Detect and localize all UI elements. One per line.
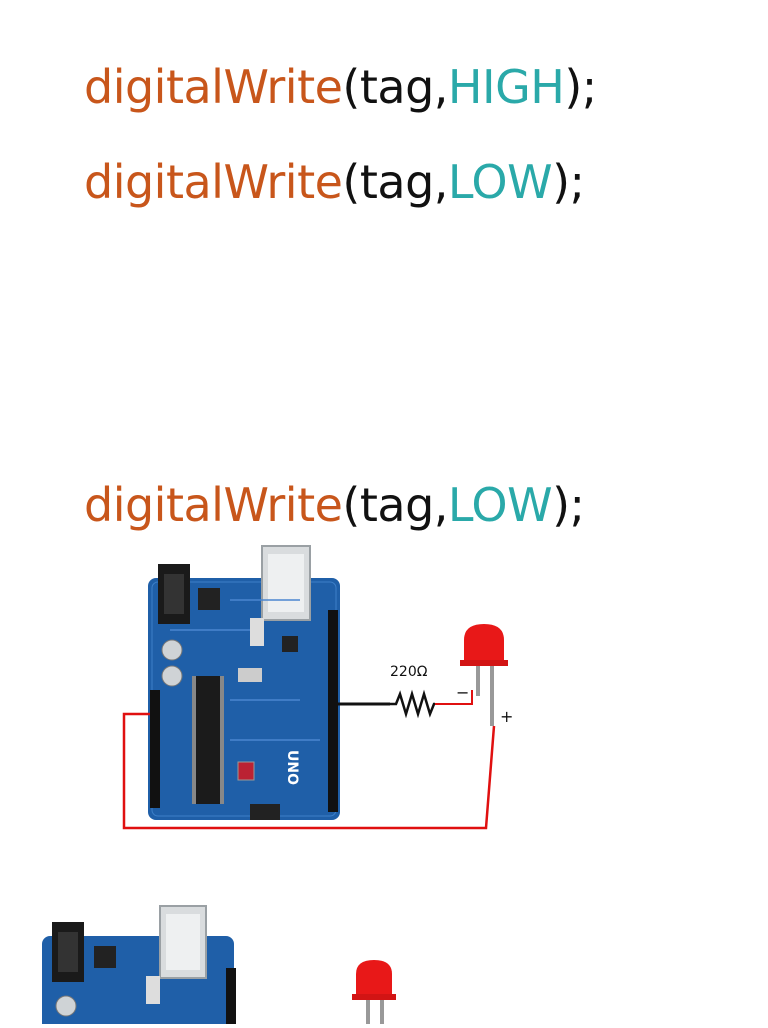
code-line-high: digitalWrite(tag,HIGH);	[84, 64, 597, 110]
close-paren: );	[564, 60, 597, 114]
close-paren: );	[552, 155, 585, 209]
function-name: digitalWrite	[84, 60, 343, 114]
open-paren: (	[342, 478, 360, 532]
argument-tag: tag,	[359, 60, 449, 114]
constant-value: LOW	[447, 155, 553, 209]
close-paren: );	[552, 478, 585, 532]
open-paren: (	[342, 60, 360, 114]
circuit-diagram: UNO 220Ω − +	[100, 540, 580, 844]
red-wire-return	[122, 712, 496, 830]
code-line-low-2: digitalWrite(tag,LOW);	[84, 482, 585, 528]
argument-tag: tag,	[359, 478, 449, 532]
code-line-low: digitalWrite(tag,LOW);	[84, 159, 585, 205]
led-icon	[460, 624, 508, 726]
led-icon	[352, 960, 396, 1028]
plus-label: +	[500, 707, 513, 726]
function-name: digitalWrite	[84, 478, 343, 532]
circuit-diagram-partial-svg	[42, 905, 396, 1028]
function-name: digitalWrite	[84, 155, 343, 209]
reset-button	[237, 761, 255, 781]
capacitor	[55, 995, 77, 1017]
arduino-board: UNO	[148, 545, 340, 820]
constant-value: HIGH	[447, 60, 565, 114]
circuit-diagram-partial	[0, 900, 480, 1028]
arduino-board	[42, 905, 236, 1028]
capacitor	[161, 639, 183, 661]
digital-header	[328, 610, 338, 812]
red-wire-led	[435, 690, 473, 705]
open-paren: (	[342, 155, 360, 209]
minus-label: −	[456, 683, 469, 702]
argument-tag: tag,	[359, 155, 449, 209]
constant-value: LOW	[447, 478, 553, 532]
circuit-diagram-svg: UNO 220Ω − +	[122, 545, 513, 830]
resistor-icon	[390, 689, 436, 719]
board-logo: UNO	[284, 750, 300, 785]
resistor-label: 220Ω	[390, 664, 428, 680]
power-header	[150, 690, 160, 808]
microcontroller-chip	[196, 676, 220, 804]
